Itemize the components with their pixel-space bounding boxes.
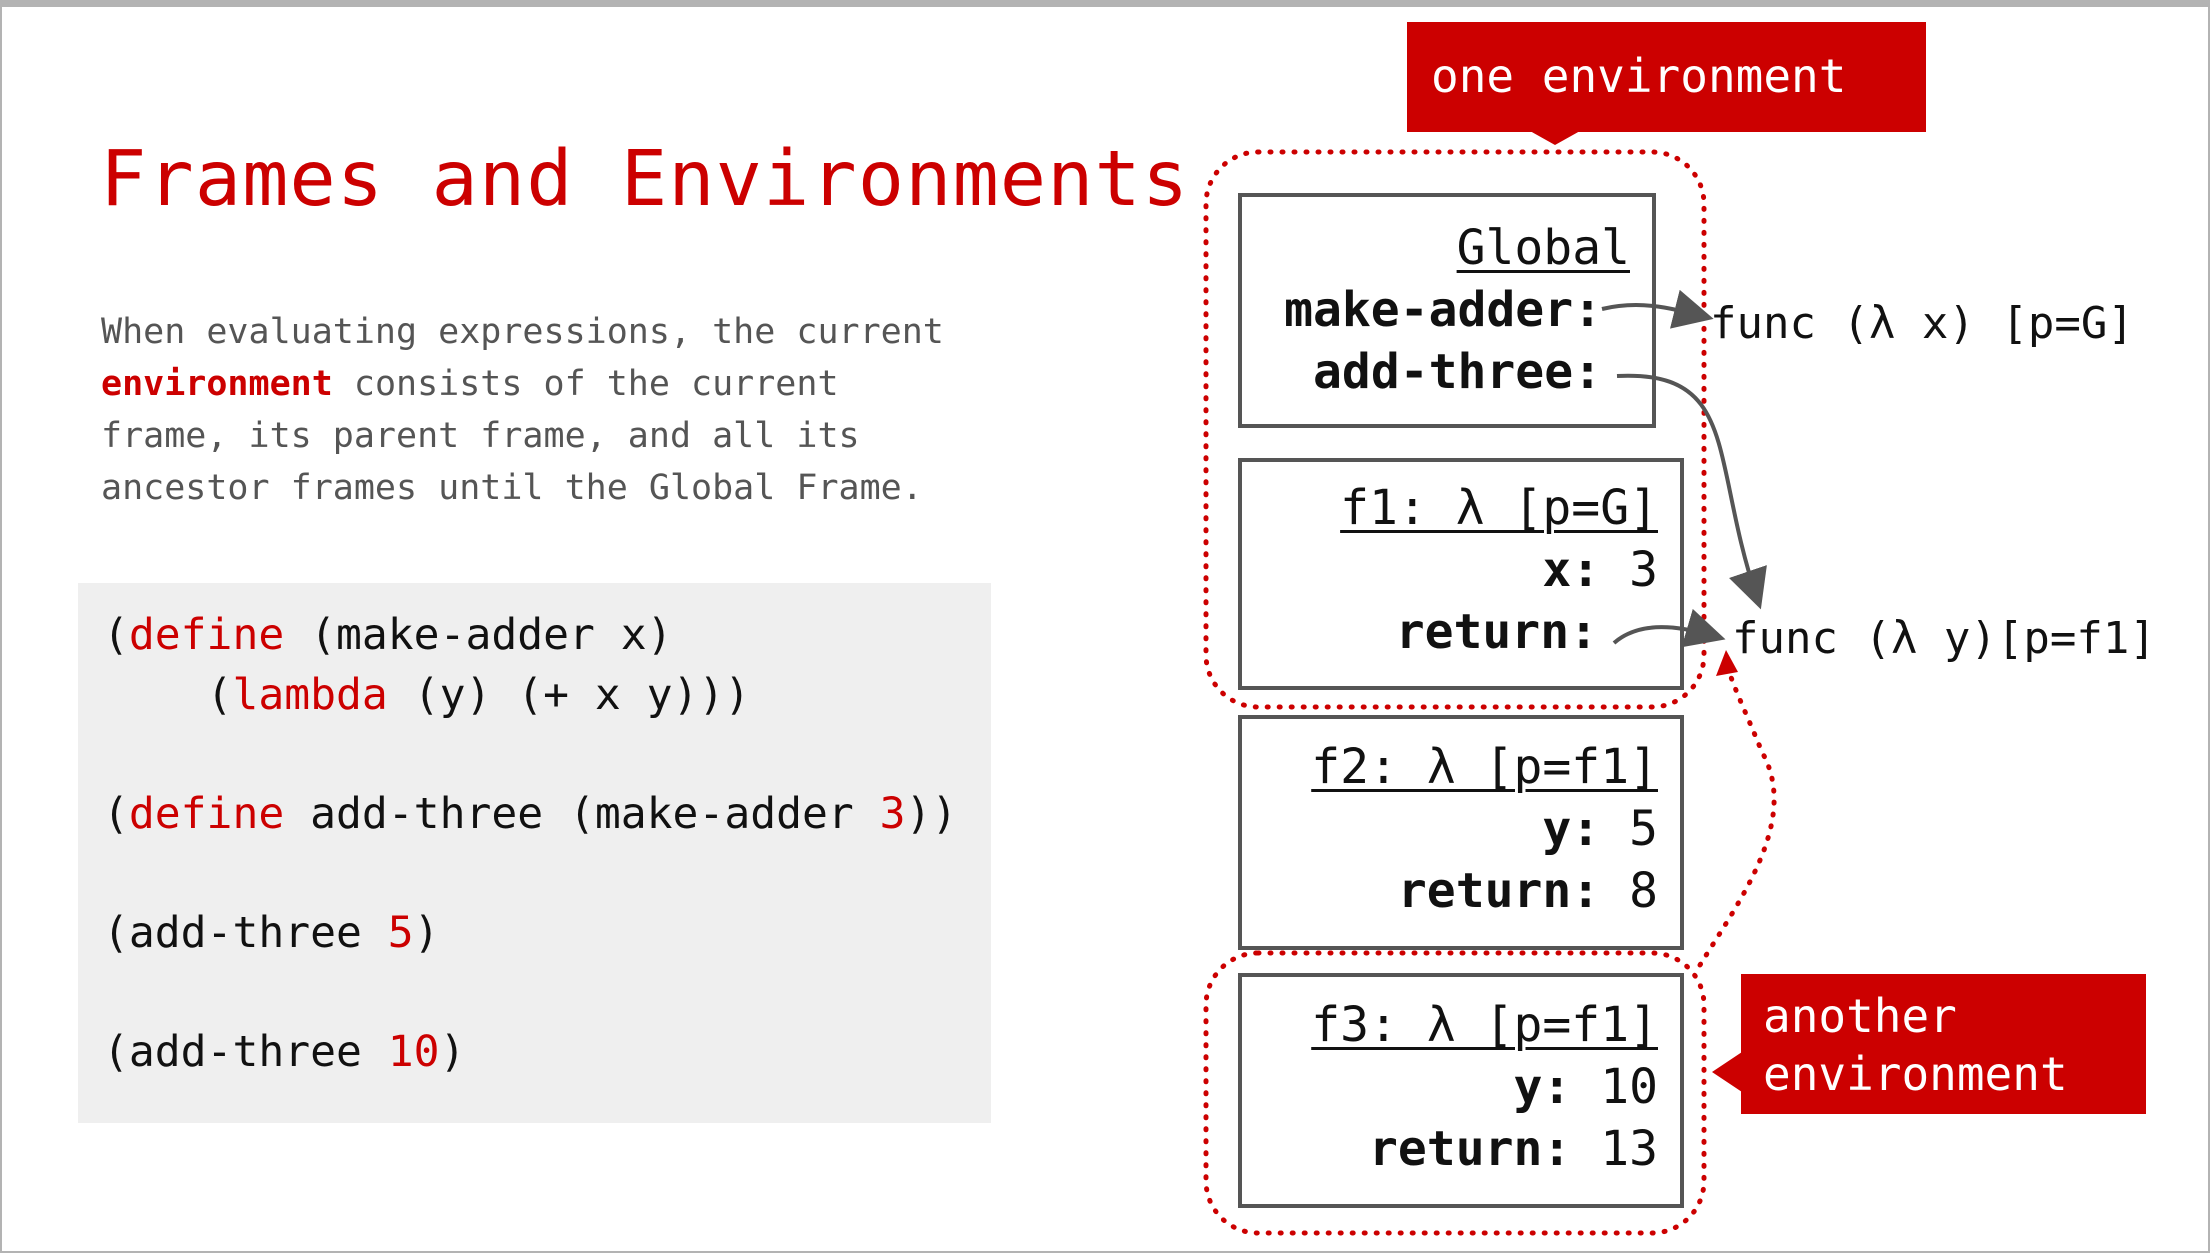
frame-f3: f3: λ [p=f1] y: 10 return: 13 [1238, 973, 1684, 1208]
code-keyword: define [128, 610, 285, 660]
intro-line-1: When evaluating expressions, the current [101, 312, 944, 352]
code-token: (add-three [103, 907, 388, 958]
intro-line-4: ancestor frames until the Global Frame. [101, 468, 923, 508]
intro-line-3: frame, its parent frame, and all its [101, 416, 860, 456]
code-line: (define add-three (make-adder 3)) [103, 785, 957, 845]
code-token: ( [103, 669, 233, 720]
code-number: 5 [387, 907, 414, 958]
code-token: ) [413, 907, 440, 958]
code-keyword: lambda [232, 669, 388, 720]
intro-line-2-rest: consists of the current [332, 364, 839, 404]
lambda-y-function: func (λ y)[p=f1] [1732, 613, 2156, 664]
code-token: )) [905, 788, 958, 839]
frame-f2: f2: λ [p=f1] y: 5 return: 8 [1238, 715, 1684, 950]
code-number: 3 [879, 788, 906, 839]
code-line: (add-three 10) [103, 1023, 957, 1083]
code-line: (lambda (y) (+ x y))) [103, 666, 957, 726]
code-line: (define (make-adder x) [103, 606, 957, 666]
add-three-binding: add-three: [1313, 344, 1602, 400]
frame-f3-header: f3: λ [p=f1] [1311, 997, 1658, 1053]
intro-paragraph: When evaluating expressions, the current… [101, 306, 1021, 514]
slide-title: Frames and Environments [100, 135, 1190, 224]
global-frame-header: Global [1456, 220, 1630, 276]
another-environment-callout: another environment [1741, 974, 2146, 1114]
code-keyword: define [128, 788, 285, 839]
frame-f2-header: f2: λ [p=f1] [1311, 739, 1658, 795]
f2-y-binding: y: 5 [1542, 801, 1658, 857]
scheme-code: (define (make-adder x) (lambda (y) (+ x … [103, 606, 957, 1083]
code-line [103, 725, 957, 785]
frame-f1: f1: λ [p=G] x: 3 return: [1238, 458, 1684, 690]
code-line: (add-three 5) [103, 904, 957, 964]
one-environment-callout: one environment [1407, 22, 1926, 132]
environment-keyword: environment [101, 364, 333, 404]
make-adder-function: func (λ x) [p=G] [1710, 298, 2134, 349]
code-token: (add-three [103, 1027, 388, 1078]
f3-return-binding: return: 13 [1369, 1121, 1658, 1177]
code-line [103, 964, 957, 1024]
global-frame: Global make-adder: add-three: [1238, 193, 1656, 428]
intro-line-2: environment consists of the current [101, 358, 1021, 410]
code-panel [78, 583, 991, 1123]
code-token: ) [439, 1027, 466, 1078]
code-number: 10 [387, 1027, 440, 1078]
make-adder-binding: make-adder: [1284, 282, 1602, 338]
code-token: ( [103, 788, 129, 839]
code-token: add-three (make-adder [284, 788, 880, 839]
frame-f1-header: f1: λ [p=G] [1340, 480, 1658, 536]
code-token: ( [103, 610, 129, 660]
code-line [103, 844, 957, 904]
f1-x-binding: x: 3 [1542, 542, 1658, 598]
code-token: (make-adder x) [284, 610, 673, 660]
code-token: (y) (+ x y))) [387, 669, 751, 720]
f1-return-binding: return: [1395, 604, 1598, 660]
f3-y-binding: y: 10 [1513, 1059, 1659, 1115]
f2-return-binding: return: 8 [1397, 863, 1658, 919]
